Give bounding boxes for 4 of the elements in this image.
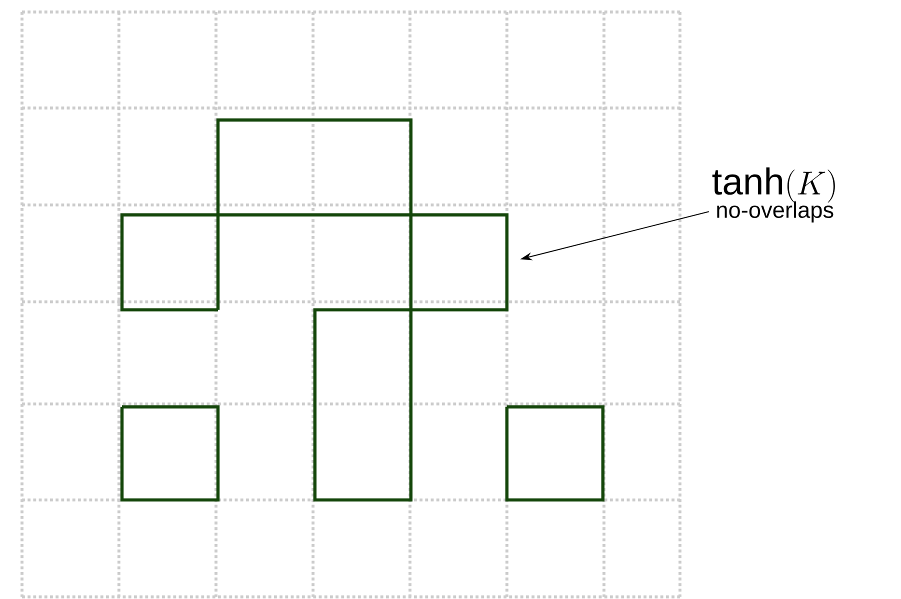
lattice-square bbox=[505, 405, 604, 502]
annotation-text: $\tanh(K)$ no-overlaps bbox=[712, 167, 835, 223]
lattice-square bbox=[120, 405, 220, 502]
lattice-polygon-drawing bbox=[120, 118, 508, 502]
